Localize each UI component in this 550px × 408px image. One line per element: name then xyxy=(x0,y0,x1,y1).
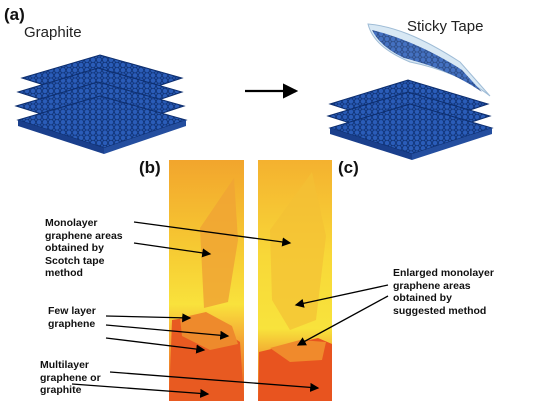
arrow-multilayer-2 xyxy=(71,383,210,398)
annotation-line: graphene or xyxy=(40,371,101,384)
annotation-arrows xyxy=(71,221,389,398)
arrow-fewlayer-2 xyxy=(105,324,230,340)
annotation-line: suggested method xyxy=(393,304,487,317)
annotation-line: method xyxy=(45,267,83,279)
graphite-title: Graphite xyxy=(24,24,82,41)
annotation-enlarged-monolayer: Enlarged monolayer graphene areas obtain… xyxy=(393,267,494,317)
annotation-line: Multilayer xyxy=(40,359,90,371)
annotation-few-layer: Few layer graphene xyxy=(48,305,96,330)
panel-label-b: (b) xyxy=(139,158,161,177)
panel-label-c: (c) xyxy=(338,158,359,177)
annotation-line: graphite xyxy=(40,384,82,396)
annotation-line: Enlarged monolayer xyxy=(393,267,494,279)
annotation-line: graphene areas xyxy=(393,279,471,292)
annotation-multilayer: Multilayer graphene or graphite xyxy=(40,359,101,397)
annotation-monolayer-scotch: Monolayer graphene areas obtained by Sco… xyxy=(45,217,123,280)
arrow-fewlayer-3 xyxy=(105,337,206,354)
annotation-line: Few layer xyxy=(48,305,96,317)
annotation-line: graphene areas xyxy=(45,229,123,242)
graphite-stack-image xyxy=(14,54,188,154)
sample-c-image xyxy=(258,160,332,401)
annotation-line: obtained by xyxy=(45,242,104,254)
arrow-multilayer-1 xyxy=(109,371,320,392)
sticky-tape-stack-image xyxy=(326,23,494,160)
arrow-enlarged-1 xyxy=(294,284,389,308)
arrow-enlarged-2 xyxy=(296,295,389,346)
arrow-fewlayer-1 xyxy=(105,313,192,323)
arrow-monolayer-to-b xyxy=(133,242,212,258)
annotation-line: graphene xyxy=(48,317,96,330)
annotation-line: Scotch tape xyxy=(45,254,105,267)
sample-b-image xyxy=(169,160,244,401)
annotation-line: Monolayer xyxy=(45,217,98,229)
annotation-line: obtained by xyxy=(393,292,452,304)
arrow-monolayer-to-c xyxy=(133,221,292,247)
panel-label-a: (a) xyxy=(4,5,25,24)
sticky-tape-title: Sticky Tape xyxy=(407,18,484,35)
